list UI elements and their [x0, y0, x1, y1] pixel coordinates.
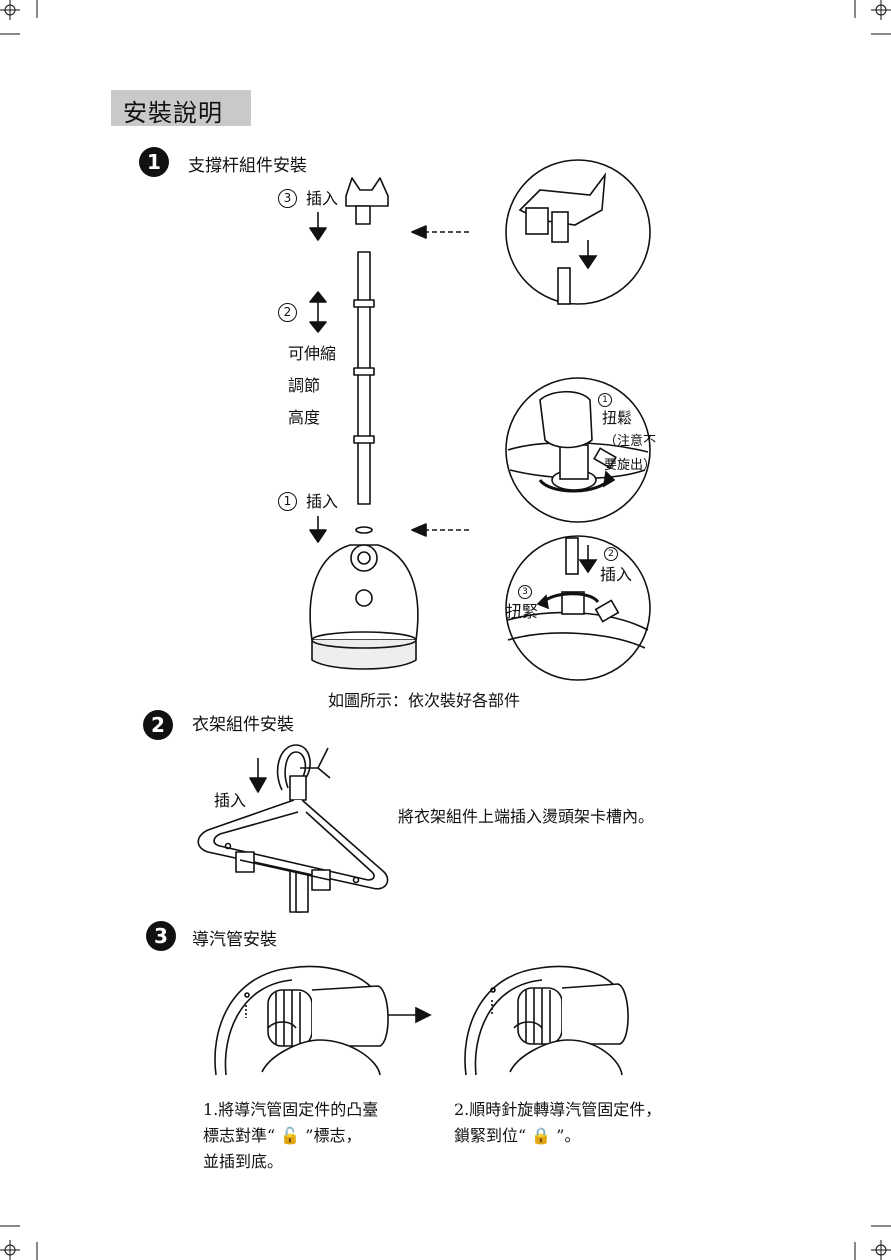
note-left-line-2: 標志對準“ 🔓 ”標志，	[203, 1123, 378, 1149]
step-3-note-left: 1.將導汽管固定件的凸臺 標志對準“ 🔓 ”標志， 並插到底。	[203, 1097, 378, 1175]
note-left-line-1: 1.將導汽管固定件的凸臺	[203, 1097, 378, 1123]
step-3-note-right: 2.順時針旋轉導汽管固定件， 鎖緊到位“ 🔒 ”。	[454, 1097, 661, 1149]
note-right-line-1: 2.順時針旋轉導汽管固定件，	[454, 1097, 661, 1123]
note-left-line-3: 並插到底。	[203, 1149, 378, 1175]
note-right-line-2: 鎖緊到位“ 🔒 ”。	[454, 1123, 661, 1149]
